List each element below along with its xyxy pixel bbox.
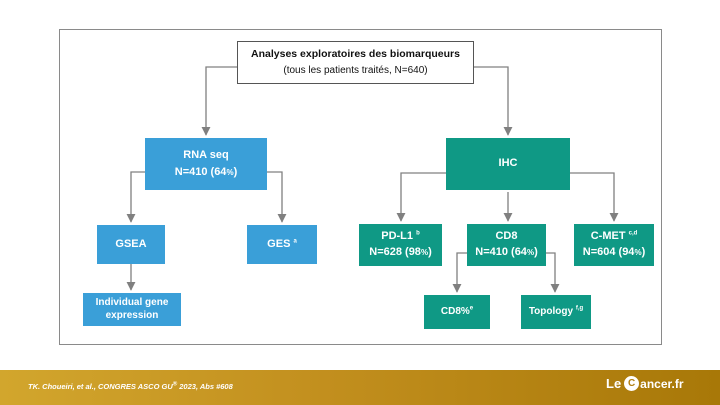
cd8-percent-node: CD8%e	[424, 295, 490, 329]
le-cancer-logo[interactable]: Le C ancer.fr	[606, 376, 684, 391]
root-subtitle: (tous les patients traités, N=640)	[283, 64, 428, 76]
rna-seq-node: RNA seq N=410 (64%)	[145, 138, 267, 190]
individual-line-2: expression	[105, 309, 159, 321]
diagram-frame	[59, 29, 662, 345]
rna-seq-count: N=410 (64%)	[174, 165, 238, 178]
logo-prefix: Le	[606, 376, 622, 391]
cd8-node: CD8 N=410 (64%)	[467, 224, 546, 266]
topology-node: Topology f,g	[521, 295, 591, 329]
logo-c-icon: C	[624, 376, 640, 391]
c-met-node: C-MET c,d N=604 (94%)	[574, 224, 654, 266]
connector-rnaseq-ges	[267, 171, 287, 223]
connector-cd8-topology	[546, 252, 560, 293]
connector-ihc-cmet	[570, 172, 619, 222]
root-title: Analyses exploratoires des biomarqueurs	[251, 47, 460, 60]
c-met-title: C-MET c,d	[590, 230, 638, 243]
logo-suffix: ancer.fr	[640, 376, 684, 391]
connector-cd8-cd8pct	[452, 252, 467, 293]
connector-ihc-pdl1	[396, 172, 446, 222]
cd8-count: N=410 (64%)	[475, 246, 538, 258]
gsea-node: GSEA	[97, 225, 165, 264]
topology-title: Topology f,g	[528, 305, 584, 317]
pd-l1-node: PD-L1 b N=628 (98%)	[359, 224, 442, 266]
footer-reference: TK. Choueiri, et al., CONGRES ASCO GU® 2…	[28, 381, 233, 392]
ges-node: GES a	[247, 225, 317, 264]
ihc-title: IHC	[498, 157, 518, 170]
rna-seq-title: RNA seq	[183, 148, 229, 161]
connector-rnaseq-gsea	[126, 171, 145, 223]
connector-root-rnaseq	[201, 66, 237, 136]
individual-line-1: Individual gene	[95, 297, 169, 308]
cd8-percent-title: CD8%e	[440, 305, 474, 317]
ihc-node: IHC	[446, 138, 570, 190]
pd-l1-count: N=628 (98%)	[369, 246, 432, 258]
cd8-title: CD8	[495, 230, 518, 243]
gsea-title: GSEA	[115, 237, 147, 250]
ges-title: GES a	[267, 237, 297, 250]
c-met-count: N=604 (94%)	[582, 246, 646, 258]
individual-gene-expression-node: Individual gene expression	[83, 293, 181, 326]
footer-bar: TK. Choueiri, et al., CONGRES ASCO GU® 2…	[0, 370, 720, 405]
pd-l1-title: PD-L1 b	[381, 230, 420, 243]
root-node: Analyses exploratoires des biomarqueurs …	[237, 41, 474, 84]
connector-root-ihc	[474, 66, 513, 136]
